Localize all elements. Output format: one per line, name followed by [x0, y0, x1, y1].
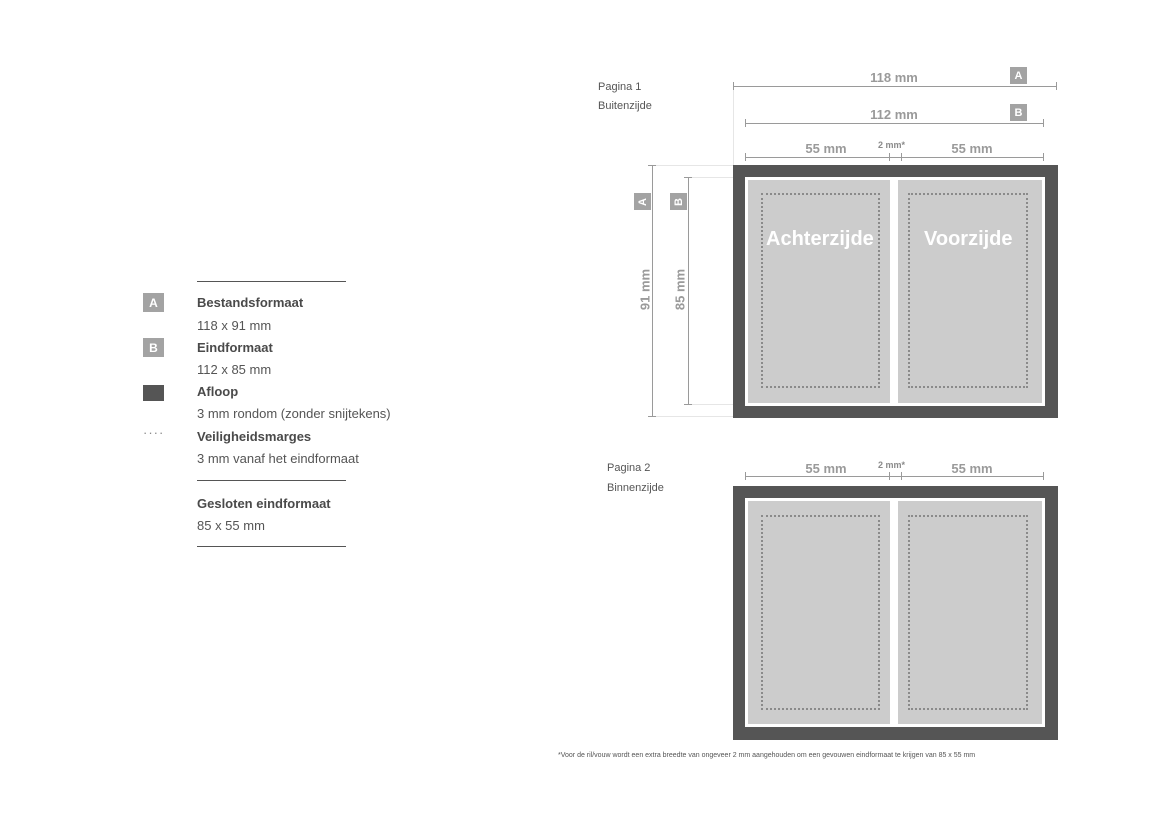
page2-panel-left-width: 55 mm: [805, 461, 847, 476]
page1-panel-tick-left: [745, 153, 746, 161]
page2-panel-tick-fold-left: [889, 472, 890, 480]
page1-panel-tick-right: [1043, 153, 1044, 161]
page1-width-a-tick-left: [733, 82, 734, 90]
page1-width-b-line: [745, 123, 1044, 124]
page1-height-b-guide-bottom: [692, 404, 745, 405]
legend-marker-bleed-swatch: [143, 385, 164, 401]
page2-panel-right: [898, 501, 1042, 724]
legend-marker-a: A: [143, 293, 164, 312]
page1-fold-line: [893, 177, 896, 406]
page1-label-line1: Pagina 1: [598, 81, 642, 93]
page1-width-a-marker: A: [1010, 67, 1027, 84]
legend-title-veiligheidsmarges: Veiligheidsmarges: [197, 429, 312, 444]
page1-front-side-title: Voorzijde: [924, 228, 1013, 250]
page1-back-side-title: Achterzijde: [766, 228, 874, 250]
page1-panel-front: [898, 180, 1042, 403]
page1-panel-back: [748, 180, 890, 403]
legend-desc-eindformaat: 112 x 85 mm: [197, 362, 272, 377]
page2-panel-left: [748, 501, 890, 724]
legend-title-afloop: Afloop: [197, 384, 239, 399]
page1-height-b-tick-top: [684, 177, 692, 178]
page1-height-b-label: 85 mm: [672, 268, 688, 311]
legend-desc-bestandsformaat: 118 x 91 mm: [197, 318, 272, 333]
page1-panel-left-width: 55 mm: [805, 141, 847, 156]
page1-panel-tick-fold-left: [889, 153, 890, 161]
page1-label-line2: Buitenzijde: [598, 100, 652, 112]
page2-label-line1: Pagina 2: [607, 462, 651, 474]
page2-panel-tick-right: [1043, 472, 1044, 480]
page1-height-b-marker: B: [670, 193, 687, 210]
page1-width-b-tick-left: [745, 119, 746, 127]
page1-width-b-tick-right: [1043, 119, 1044, 127]
page1-panel-tick-fold-right: [901, 153, 902, 161]
page2-label-line2: Binnenzijde: [607, 482, 664, 494]
page1-height-a-tick-bottom: [648, 416, 656, 417]
page1-height-a-tick-top: [648, 165, 656, 166]
page2-fold-line: [893, 498, 896, 727]
page2-safety-margin-right: [908, 515, 1028, 710]
legend-desc-gesloten-eindformaat: 85 x 55 mm: [197, 518, 265, 533]
page1-fold-gap-label: 2 mm*: [878, 140, 906, 150]
page1-height-b-tick-bottom: [684, 404, 692, 405]
page1-width-b-label: 112 mm: [870, 107, 918, 122]
page2-panel-right-width: 55 mm: [951, 461, 993, 476]
page2-panel-width-line: [745, 476, 1044, 477]
page1-panel-right-width: 55 mm: [951, 141, 993, 156]
page1-safety-margin-right: [908, 193, 1028, 388]
page2-panel-tick-left: [745, 472, 746, 480]
page1-height-a-guide-bottom: [656, 416, 733, 417]
legend-title-gesloten-eindformaat: Gesloten eindformaat: [197, 496, 331, 511]
page1-safety-margin-left: [761, 193, 880, 388]
page1-height-a-line: [652, 165, 653, 417]
page1-width-a-guide-left: [733, 90, 734, 165]
page1-panel-width-line: [745, 157, 1044, 158]
page1-width-a-tick-right: [1056, 82, 1057, 90]
page1-height-b-guide-top: [692, 177, 745, 178]
page1-height-a-label: 91 mm: [637, 268, 653, 311]
legend-divider-bottom: [197, 546, 346, 547]
page1-height-a-guide-top: [656, 165, 733, 166]
page1-width-b-marker: B: [1010, 104, 1027, 121]
page1-width-a-label: 118 mm: [870, 70, 918, 85]
legend-title-bestandsformaat: Bestandsformaat: [197, 295, 304, 310]
page1-height-a-marker: A: [634, 193, 651, 210]
footnote: *Voor de ril/vouw wordt een extra breedt…: [558, 752, 976, 759]
page1-height-b-line: [688, 177, 689, 405]
legend-marker-b: B: [143, 338, 164, 357]
page2-fold-gap-label: 2 mm*: [878, 460, 906, 470]
legend-desc-veiligheidsmarges: 3 mm vanaf het eindformaat: [197, 451, 359, 466]
legend-divider-top: [197, 281, 346, 282]
page2-panel-tick-fold-right: [901, 472, 902, 480]
legend-divider-middle: [197, 480, 346, 481]
legend-marker-dotted: ····: [143, 425, 165, 440]
page1-width-a-line: [733, 86, 1057, 87]
legend-desc-afloop: 3 mm rondom (zonder snijtekens): [197, 406, 391, 421]
page2-safety-margin-left: [761, 515, 880, 710]
legend-title-eindformaat: Eindformaat: [197, 340, 273, 355]
